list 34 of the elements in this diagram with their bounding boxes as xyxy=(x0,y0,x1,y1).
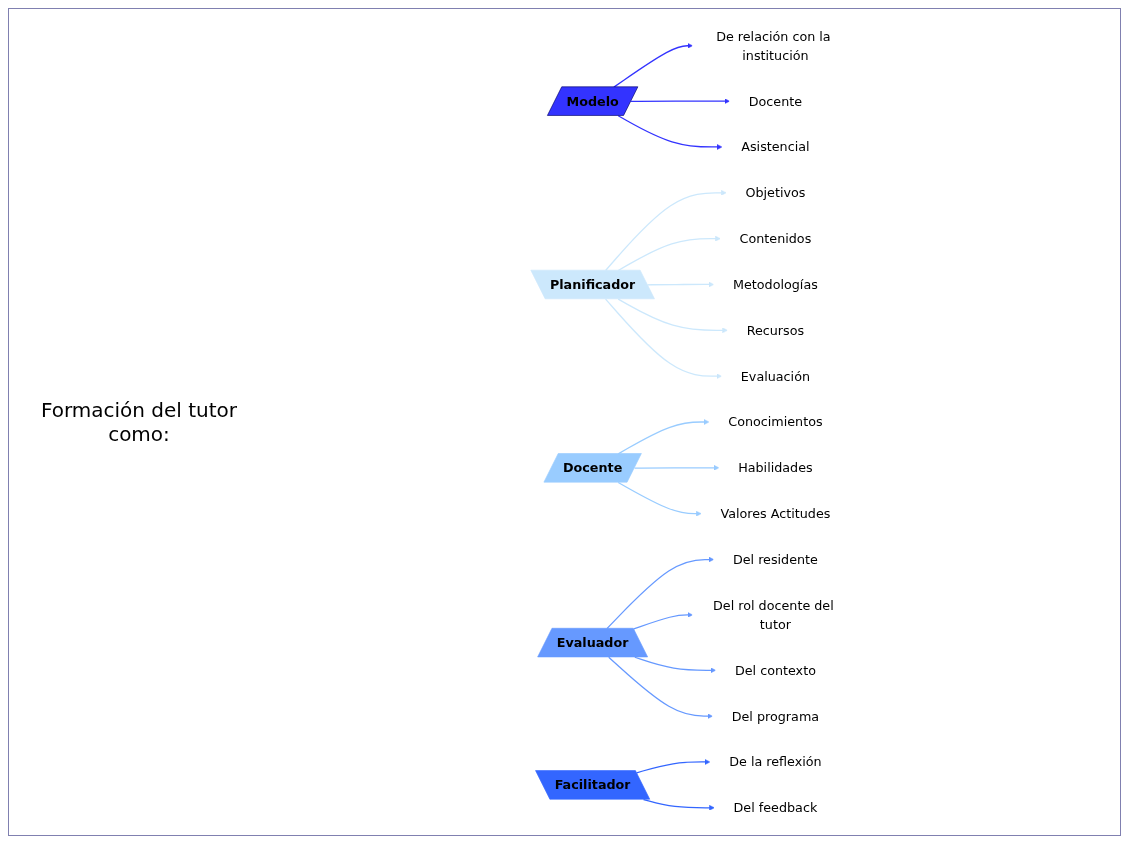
arrow xyxy=(633,612,693,630)
arrow xyxy=(646,281,715,288)
arrow xyxy=(617,481,702,517)
node-text: Del rol docente del tutor xyxy=(713,597,834,633)
arrow xyxy=(630,98,730,104)
arrow xyxy=(604,190,727,272)
node-text: Asistencial xyxy=(741,139,810,155)
node-text: Objetivos xyxy=(745,185,806,201)
node-text: Docente xyxy=(748,93,803,109)
node-text: Habilidades xyxy=(738,460,813,476)
arrow xyxy=(608,656,713,719)
node-text: De la reflexión xyxy=(729,754,822,770)
arrow xyxy=(636,759,711,774)
node-text: Contenidos xyxy=(739,231,812,247)
node-text: Conocimientos xyxy=(728,414,823,430)
arrow xyxy=(617,419,710,455)
node-text: Del feedback xyxy=(733,800,818,816)
arrow xyxy=(634,656,717,674)
arrow xyxy=(633,465,720,471)
arrow xyxy=(617,115,723,150)
arrow xyxy=(617,235,721,272)
node-text: Valores Actitudes xyxy=(720,506,831,522)
arrow xyxy=(617,298,728,334)
node-text: De relación con la institución xyxy=(716,28,831,63)
center-label: Formación del tutor como: xyxy=(39,398,239,446)
arrow xyxy=(604,298,722,379)
arrow xyxy=(606,556,715,630)
node-text: Del programa xyxy=(731,708,820,724)
node-text: Del contexto xyxy=(734,662,816,678)
arrow xyxy=(613,42,693,88)
node-text: Evaluación xyxy=(740,368,811,384)
node-text: Recursos xyxy=(746,322,805,338)
node-text: Metodologías xyxy=(732,276,818,293)
node-text: Del residente xyxy=(732,551,818,568)
